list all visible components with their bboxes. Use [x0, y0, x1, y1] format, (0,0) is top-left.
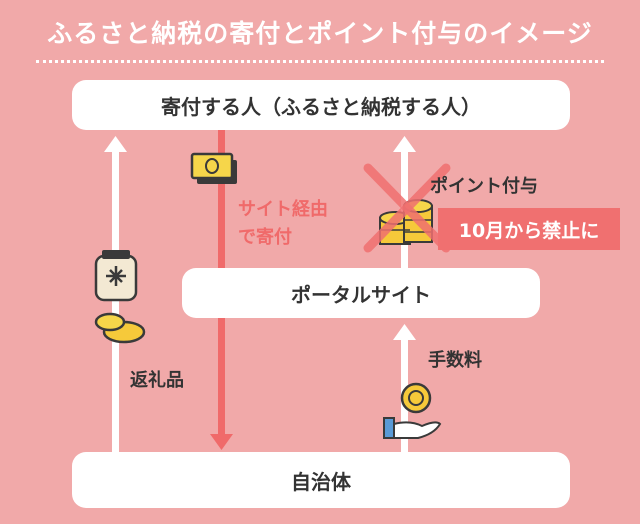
points-ban-badge: 10月から禁止に — [438, 208, 620, 250]
rice-bag-icon — [94, 250, 138, 302]
donor-node: 寄付する人（ふるさと納税する人） — [72, 80, 570, 130]
cash-icon — [190, 152, 237, 184]
page-title: ふるさと納税の寄付とポイント付与のイメージ — [47, 19, 593, 48]
title-divider — [36, 60, 604, 63]
gold-bars-icon — [94, 312, 146, 344]
donor-label: 寄付する人（ふるさと納税する人） — [161, 94, 481, 119]
donation-route-line-2: で寄付 — [238, 227, 292, 248]
municipality-label: 自治体 — [291, 469, 351, 494]
donation-route-line-1: サイト経由 — [238, 199, 328, 220]
cross-mark-icon — [363, 163, 451, 253]
portal-node: ポータルサイト — [182, 268, 540, 318]
municipality-node: 自治体 — [72, 452, 570, 508]
return-gift-label: 返礼品 — [130, 370, 184, 391]
coin-hand-icon — [383, 382, 442, 439]
return-gift-arrow — [104, 136, 127, 454]
fee-label: 手数料 — [428, 350, 482, 371]
portal-label: ポータルサイト — [291, 282, 431, 307]
points-label: ポイント付与 — [430, 176, 538, 197]
donation-route-label: サイト経由 で寄付 — [238, 196, 328, 252]
